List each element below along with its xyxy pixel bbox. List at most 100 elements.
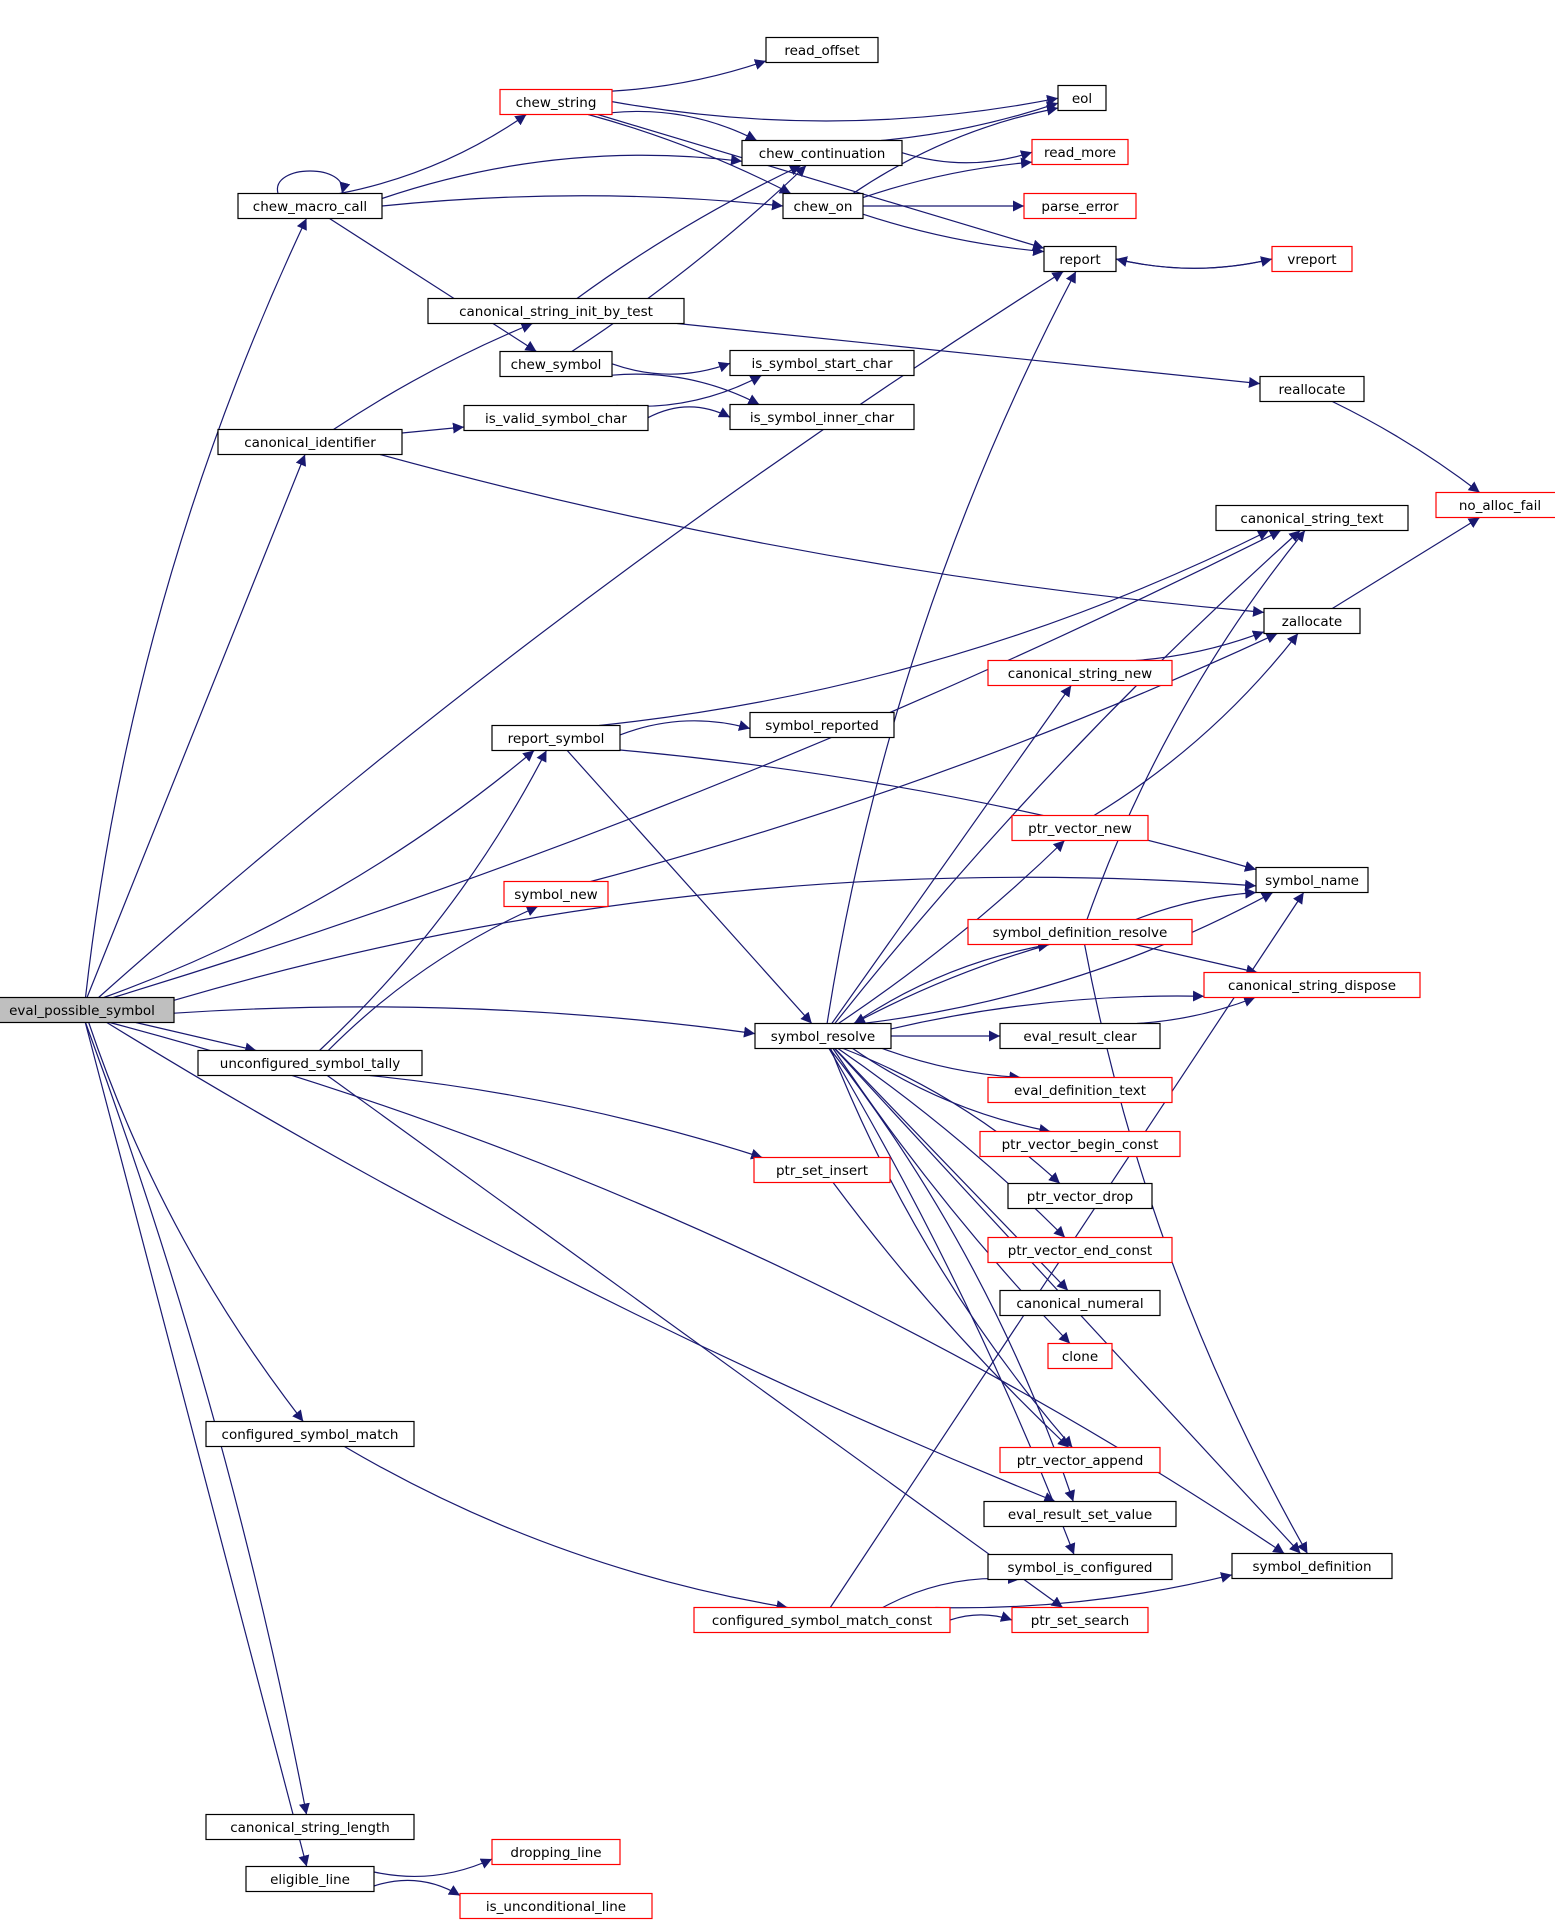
edge-eval-possible-symbol-to-configured-symbol-match: [88, 1022, 304, 1422]
node-chew-symbol[interactable]: chew_symbol: [499, 350, 613, 378]
edge-path: [831, 685, 1072, 1024]
node-configured-symbol-match[interactable]: configured_symbol_match: [205, 1420, 415, 1448]
node-box: [427, 297, 685, 325]
node-report-symbol[interactable]: report_symbol: [491, 724, 621, 752]
node-dropping-line[interactable]: dropping_line: [491, 1838, 621, 1866]
edge-path: [373, 1858, 493, 1878]
edge-path: [852, 104, 1059, 194]
node-eol[interactable]: eol: [1057, 84, 1107, 112]
node-ptr-vector-append[interactable]: ptr_vector_append: [999, 1446, 1161, 1474]
node-is-unconditional-line[interactable]: is_unconditional_line: [459, 1892, 653, 1920]
node-eligible-line[interactable]: eligible_line: [245, 1865, 375, 1893]
node-report[interactable]: report: [1043, 245, 1117, 273]
node-box: [503, 880, 609, 908]
node-box: [987, 1076, 1173, 1104]
edge-path: [339, 114, 527, 195]
edge-path: [838, 840, 1066, 1024]
node-eval-definition-text[interactable]: eval_definition_text: [987, 1076, 1173, 1104]
node-canonical-string-new[interactable]: canonical_string_new: [987, 659, 1173, 687]
edge-unconfigured-symbol-tally-to-report-symbol: [319, 750, 548, 1051]
node-parse-error[interactable]: parse_error: [1023, 192, 1137, 220]
node-canonical-numeral[interactable]: canonical_numeral: [999, 1289, 1161, 1317]
node-box: [741, 139, 903, 167]
node-box: [1271, 245, 1353, 273]
node-vreport[interactable]: vreport: [1271, 245, 1353, 273]
node-canonical-string-length[interactable]: canonical_string_length: [205, 1813, 415, 1841]
node-ptr-vector-new[interactable]: ptr_vector_new: [1011, 814, 1149, 842]
edge-eval-possible-symbol-to-report-symbol: [103, 750, 535, 999]
node-configured-symbol-match-const[interactable]: configured_symbol_match_const: [693, 1606, 951, 1634]
edge-path: [135, 1021, 257, 1054]
node-box: [1435, 491, 1555, 519]
node-ptr-vector-begin-const[interactable]: ptr_vector_begin_const: [979, 1130, 1181, 1158]
edge-eval-possible-symbol-to-canonical-identifier: [86, 454, 307, 998]
node-is-symbol-inner-char[interactable]: is_symbol_inner_char: [729, 403, 915, 431]
node-no-alloc-fail[interactable]: no_alloc_fail: [1435, 491, 1555, 519]
edge-path: [619, 720, 751, 736]
edge-path: [381, 154, 743, 200]
edge-symbol-resolve-to-symbol-name: [862, 891, 1274, 1025]
edge-path: [173, 876, 1257, 1001]
edge-path: [333, 322, 533, 430]
node-label: ptr_set_search: [1031, 1613, 1129, 1629]
node-box: [1255, 866, 1369, 894]
node-zallocate[interactable]: zallocate: [1263, 607, 1361, 635]
edge-chew-on-to-eol: [852, 104, 1059, 194]
edge-eligible-line-to-is-unconditional-line: [373, 1879, 461, 1897]
edges-layer: [84, 59, 1481, 1897]
node-chew-on[interactable]: chew_on: [782, 192, 864, 220]
node-ptr-vector-drop[interactable]: ptr_vector_drop: [1007, 1182, 1153, 1210]
node-eval-result-set-value[interactable]: eval_result_set_value: [983, 1500, 1177, 1528]
edge-ptr-vector-new-to-zallocate: [1093, 633, 1299, 817]
edge-chew-continuation-to-eol: [881, 101, 1059, 142]
node-symbol-reported[interactable]: symbol_reported: [749, 711, 895, 739]
node-chew-macro-call[interactable]: chew_macro_call: [237, 192, 383, 220]
node-symbol-is-configured[interactable]: symbol_is_configured: [987, 1553, 1173, 1581]
node-ptr-set-insert[interactable]: ptr_set_insert: [753, 1156, 891, 1184]
node-canonical-string-dispose[interactable]: canonical_string_dispose: [1203, 971, 1421, 999]
node-is-valid-symbol-char[interactable]: is_valid_symbol_char: [463, 404, 649, 432]
node-box: [987, 1553, 1173, 1581]
edge-path: [882, 1047, 1021, 1083]
node-symbol-definition[interactable]: symbol_definition: [1231, 1552, 1393, 1580]
node-label: is_unconditional_line: [486, 1899, 626, 1915]
node-symbol-new[interactable]: symbol_new: [503, 880, 609, 908]
node-box: [693, 1606, 951, 1634]
node-label: is_symbol_inner_char: [750, 410, 895, 426]
edge-symbol-definition-resolve-to-canonical-string-dispose: [1134, 943, 1258, 976]
node-label: symbol_resolve: [771, 1029, 875, 1045]
node-canonical-string-init-by-test[interactable]: canonical_string_init_by_test: [427, 297, 685, 325]
node-ptr-set-search[interactable]: ptr_set_search: [1011, 1606, 1149, 1634]
node-canonical-identifier[interactable]: canonical_identifier: [217, 428, 403, 456]
node-box: [245, 1865, 375, 1893]
node-label: canonical_identifier: [244, 435, 376, 451]
node-reallocate[interactable]: reallocate: [1259, 375, 1365, 403]
node-box: [1007, 1182, 1153, 1210]
node-box: [205, 1813, 415, 1841]
edge-path: [103, 750, 535, 999]
node-box: [754, 1022, 892, 1050]
edge-symbol-definition-resolve-to-symbol-resolve: [853, 943, 1050, 1025]
edge-chew-symbol-to-is-symbol-start-char: [611, 361, 731, 375]
edge-path: [1135, 630, 1265, 662]
edge-path: [566, 750, 813, 1024]
node-read-more[interactable]: read_more: [1031, 138, 1129, 166]
node-label: vreport: [1287, 252, 1336, 268]
node-symbol-name[interactable]: symbol_name: [1255, 866, 1369, 894]
node-chew-string[interactable]: chew_string: [499, 88, 613, 116]
edge-path: [1136, 996, 1256, 1025]
edge-path: [381, 195, 784, 211]
node-eval-possible-symbol[interactable]: eval_possible_symbol: [0, 996, 175, 1024]
node-symbol-resolve[interactable]: symbol_resolve: [754, 1022, 892, 1050]
node-read-offset[interactable]: read_offset: [765, 36, 879, 64]
node-clone[interactable]: clone: [1047, 1342, 1113, 1370]
node-unconfigured-symbol-tally[interactable]: unconfigured_symbol_tally: [197, 1049, 423, 1077]
node-ptr-vector-end-const[interactable]: ptr_vector_end_const: [987, 1236, 1173, 1264]
node-canonical-string-text[interactable]: canonical_string_text: [1215, 504, 1409, 532]
edge-path: [862, 891, 1274, 1025]
node-chew-continuation[interactable]: chew_continuation: [741, 139, 903, 167]
node-is-symbol-start-char[interactable]: is_symbol_start_char: [729, 349, 915, 377]
node-symbol-definition-resolve[interactable]: symbol_definition_resolve: [967, 918, 1193, 946]
node-eval-result-clear[interactable]: eval_result_clear: [999, 1022, 1161, 1050]
edge-path: [319, 750, 548, 1051]
